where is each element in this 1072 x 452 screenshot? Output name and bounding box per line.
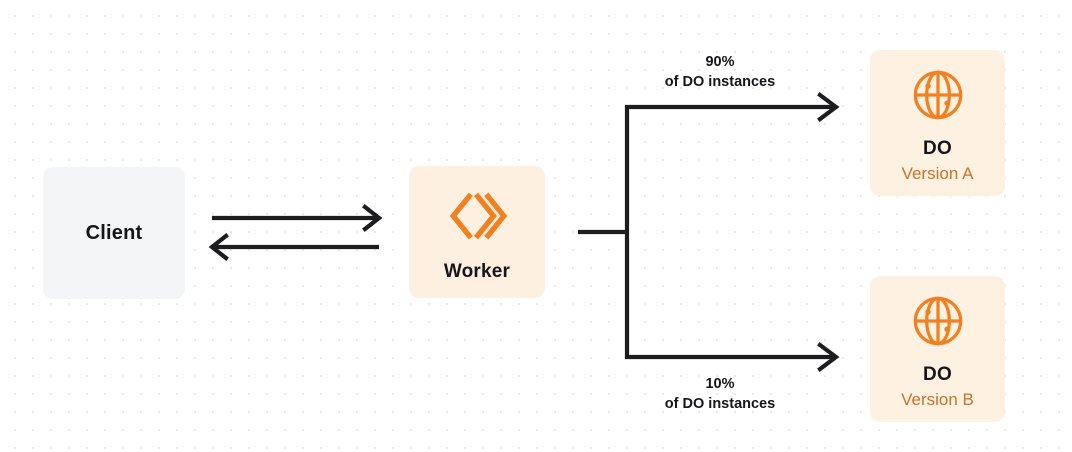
edge-label-do-a: 90% of DO instances	[610, 52, 830, 92]
globe-icon	[909, 292, 967, 350]
node-do-b-title: DO	[922, 364, 953, 385]
branch-spine	[578, 106, 630, 358]
arrow-worker-to-do-b	[625, 342, 840, 372]
globe-icon	[909, 66, 967, 124]
arrow-client-to-worker	[212, 204, 383, 232]
cloudflare-workers-icon	[444, 183, 510, 249]
node-client-label: Client	[85, 221, 143, 244]
node-do-a-subtitle: Version A	[901, 164, 974, 183]
node-do-version-b[interactable]: DO Version B	[870, 276, 1005, 422]
edge-label-do-a-caption: of DO instances	[664, 74, 776, 90]
edge-label-do-b: 10% of DO instances	[610, 374, 830, 414]
arrow-worker-to-client	[208, 233, 379, 261]
node-worker-label: Worker	[443, 261, 511, 282]
node-client[interactable]: Client	[43, 167, 185, 299]
node-worker[interactable]: Worker	[409, 166, 545, 298]
node-do-b-subtitle: Version B	[901, 390, 974, 409]
node-do-a-title: DO	[922, 138, 953, 159]
edge-label-do-b-caption: of DO instances	[664, 396, 776, 412]
edge-label-do-a-percent: 90%	[705, 54, 735, 70]
edge-label-do-b-percent: 10%	[705, 376, 735, 392]
node-do-version-a[interactable]: DO Version A	[870, 50, 1005, 196]
arrow-worker-to-do-a	[625, 92, 840, 122]
